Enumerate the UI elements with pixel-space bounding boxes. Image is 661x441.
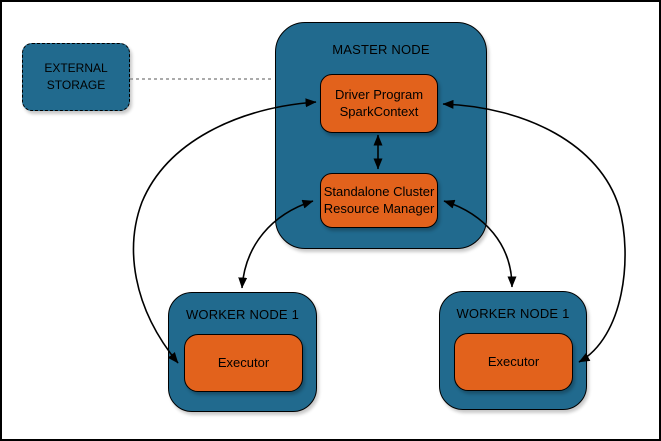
worker-node-left-title: WORKER NODE 1 (185, 307, 300, 322)
executor-box-right: Executor (454, 333, 573, 391)
driver-program-box: Driver Program SparkContext (320, 74, 438, 133)
worker-node-left: WORKER NODE 1 Executor (168, 292, 317, 412)
external-storage-label: EXTERNAL STORAGE (44, 60, 107, 94)
external-storage-label-line2: STORAGE (46, 78, 106, 92)
resource-manager-box: Standalone Cluster Resource Manager (320, 173, 438, 228)
worker-node-right: WORKER NODE 1 Executor (439, 291, 587, 410)
executor-right-label: Executor (487, 353, 540, 369)
resource-manager-label-line1: Standalone Cluster (323, 183, 435, 199)
external-storage-label-line1: EXTERNAL (44, 61, 108, 76)
master-node: MASTER NODE Driver Program SparkContext … (275, 22, 487, 249)
resource-manager-label-line2: Resource Manager (323, 200, 435, 216)
driver-program-label-line2: SparkContext (339, 103, 419, 119)
master-node-title: MASTER NODE (332, 42, 430, 57)
worker-node-right-title: WORKER NODE 1 (456, 306, 570, 321)
external-storage-node: EXTERNAL STORAGE (22, 43, 130, 111)
driver-program-label-line1: Driver Program (334, 86, 424, 102)
executor-left-label: Executor (217, 354, 270, 370)
executor-box-left: Executor (184, 334, 303, 392)
